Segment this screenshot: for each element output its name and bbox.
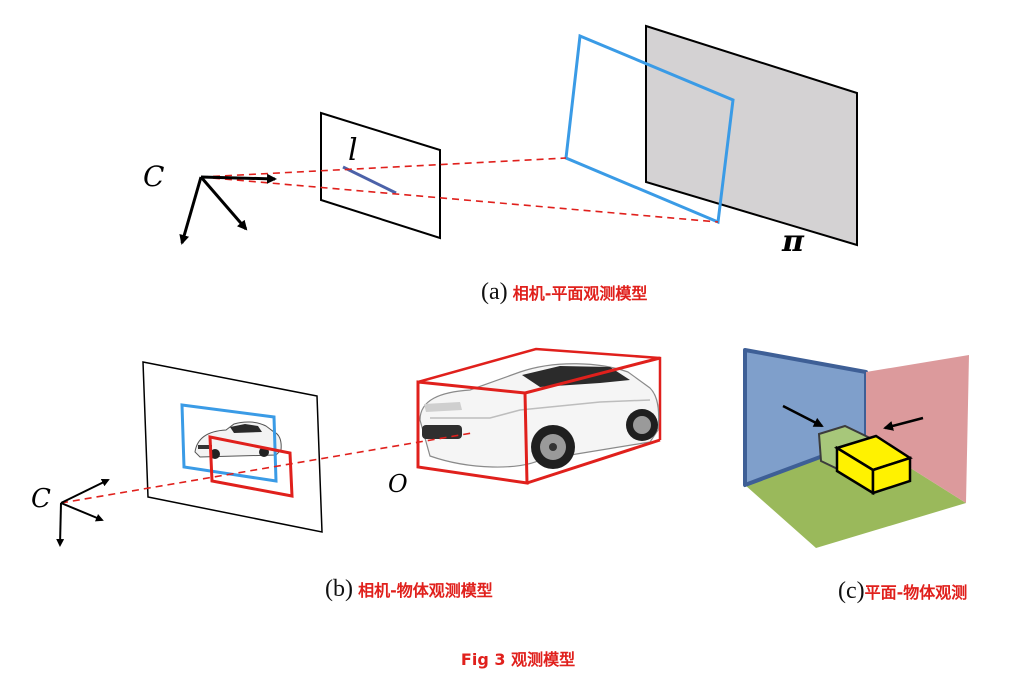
camera-axis-x-a — [200, 173, 277, 184]
caption-b-text: 相机-物体观测模型 — [358, 581, 493, 600]
camera-axis-z-b — [56, 502, 65, 547]
yellow-box-front — [871, 456, 912, 495]
camera-label-b: C — [31, 484, 51, 514]
caption-a-prefix: (a) — [481, 279, 508, 305]
car-3d-box-top — [524, 356, 661, 395]
camera-label-a: C — [143, 160, 164, 193]
caption-c: (c)平面-物体观测 — [838, 578, 967, 605]
projected-line-l — [342, 165, 397, 195]
ray-b — [60, 432, 473, 504]
object-label: O — [388, 470, 408, 498]
ray-lower-a — [200, 176, 719, 223]
panel-b: C O — [31, 347, 662, 547]
projected-box-red — [208, 435, 294, 498]
caption-c-text: 平面-物体观测 — [864, 583, 968, 602]
camera-axis-y-a — [199, 176, 248, 231]
camera-axis-z-a — [179, 176, 203, 245]
camera-axis-x-b — [60, 479, 110, 504]
camera-axis-y-b — [60, 502, 104, 522]
car-3d-box-bottom — [526, 438, 661, 485]
floor-plane — [745, 440, 966, 548]
car-3d-box-back — [417, 347, 662, 440]
caption-b-prefix: (b) — [325, 576, 353, 602]
caption-a-text: 相机-平面观测模型 — [512, 284, 648, 303]
image-plane-a — [320, 111, 441, 240]
plane-label: π — [781, 224, 805, 259]
figure-title: Fig 3 观测模型 — [460, 650, 576, 669]
arrow-right-wall — [883, 416, 924, 431]
caption-a: (a) 相机-平面观测模型 — [481, 279, 647, 306]
ray-upper-a — [200, 157, 567, 178]
detected-bbox-blue — [180, 403, 278, 483]
wall-right — [866, 355, 969, 503]
caption-b: (b) 相机-物体观测模型 — [325, 576, 493, 603]
caption-c-prefix: (c) — [838, 578, 865, 604]
line-label: l — [348, 133, 358, 168]
arrow-left-wall — [782, 404, 824, 428]
plane-pi — [645, 24, 858, 247]
panel-a: C l π — [143, 24, 858, 259]
panel-c — [743, 348, 969, 548]
